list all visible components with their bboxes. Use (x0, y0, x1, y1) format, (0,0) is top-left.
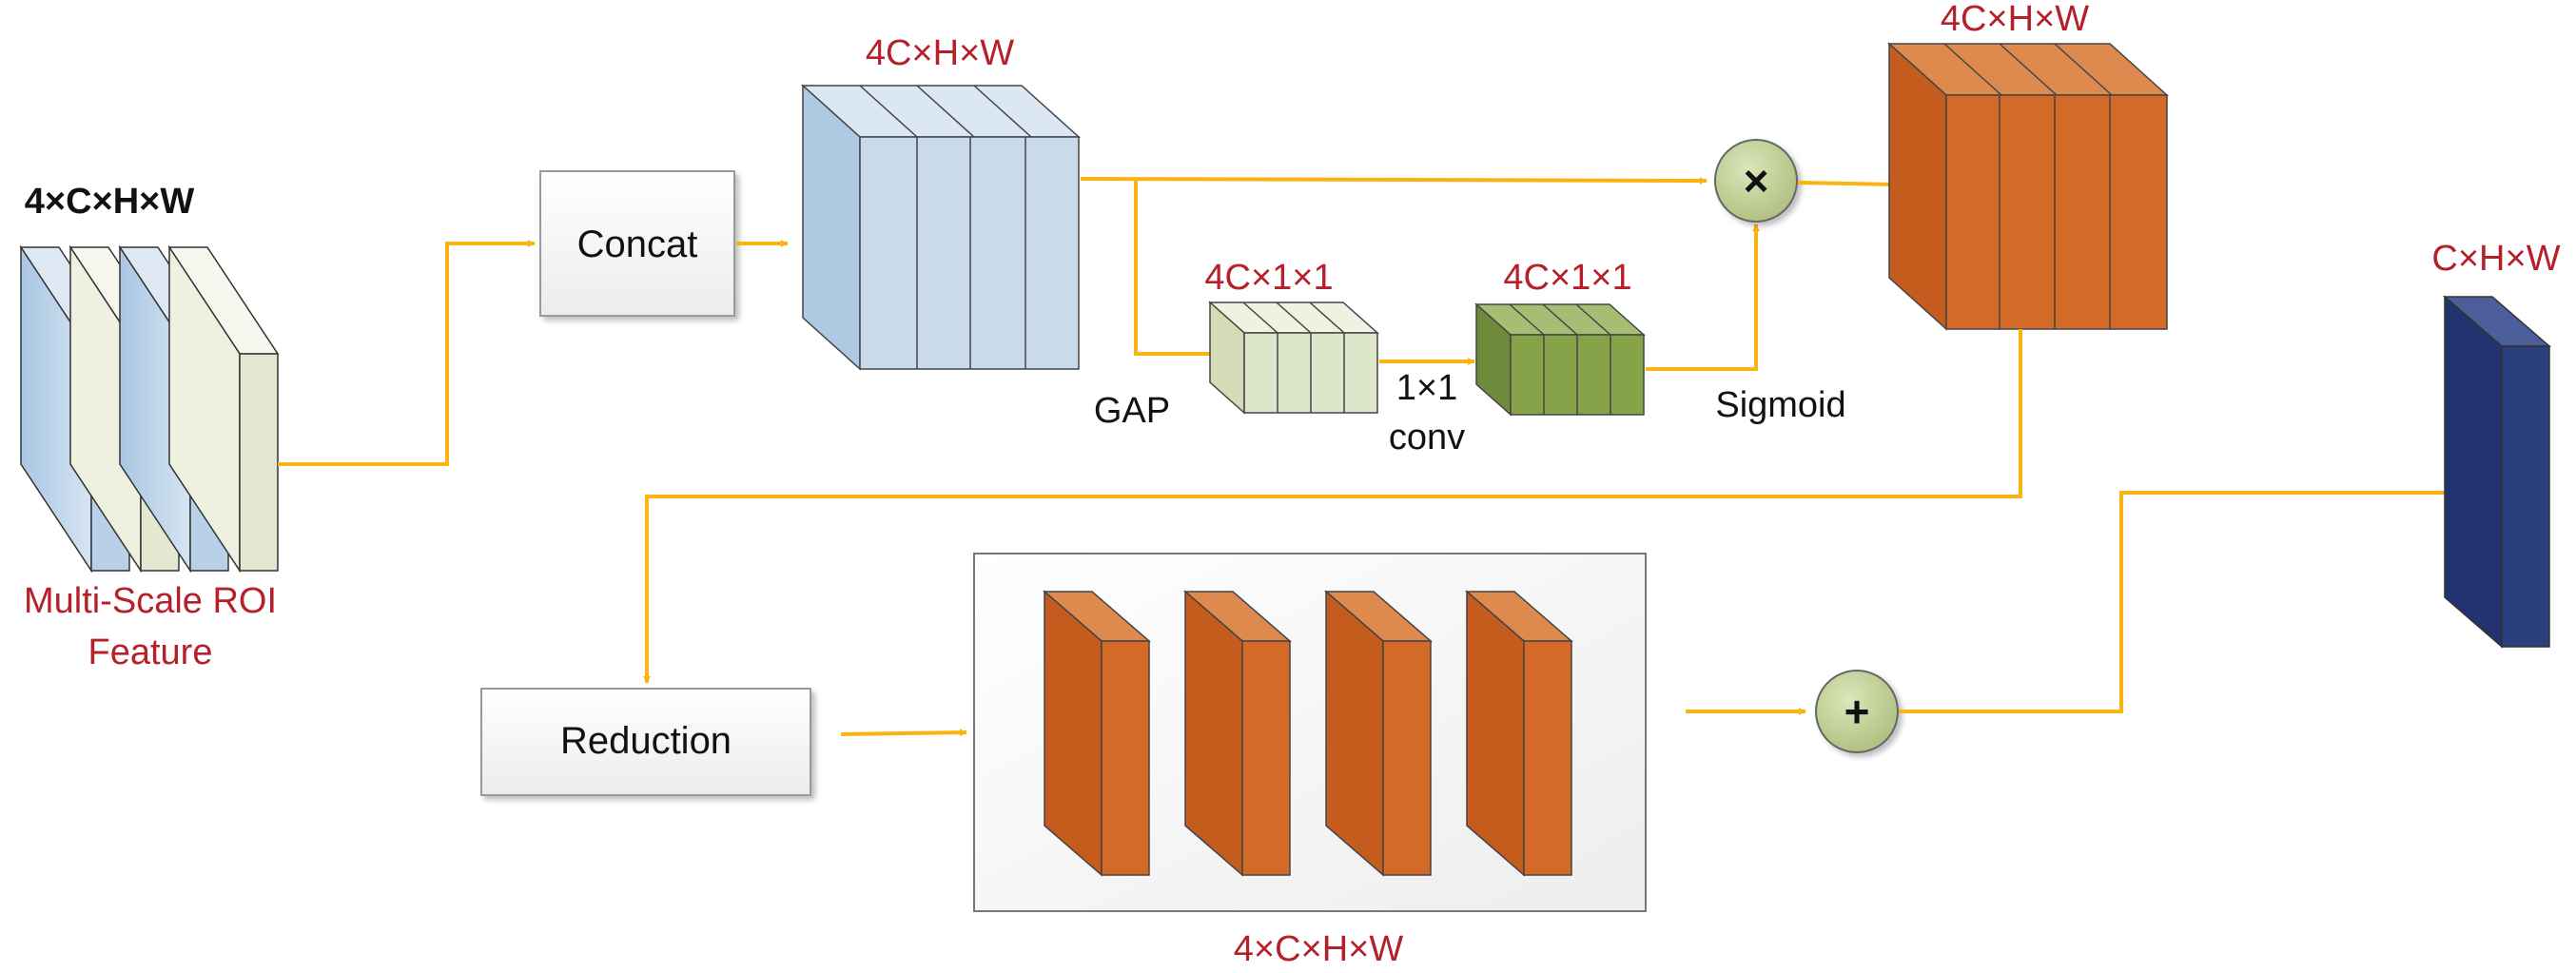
concat-label: Concat (577, 224, 698, 265)
gap-label: GAP (1094, 391, 1170, 431)
multiply-operator: × (1714, 139, 1798, 223)
concat-shape-label: 4C×H×W (866, 33, 1014, 73)
conv-label-line1: 1×1 (1396, 368, 1457, 408)
reduced-feature-panel (973, 553, 1647, 912)
reduced-slab-3 (1323, 590, 1434, 877)
add-operator: + (1815, 670, 1899, 753)
input-slab-4 (167, 244, 280, 574)
input-name-label-line1: Multi-Scale ROI (24, 581, 277, 621)
conv-feature-block (1474, 302, 1646, 417)
gap-feature-block (1208, 301, 1379, 415)
conv-shape-label: 4C×1×1 (1503, 258, 1631, 298)
arrow-reduction-to-panel (840, 729, 967, 737)
reduced-slab-2 (1182, 590, 1293, 877)
reduction-box: Reduction (480, 688, 811, 796)
sigmoid-label: Sigmoid (1715, 385, 1845, 425)
input-feature-stack (19, 244, 280, 574)
concat-box: Concat (539, 170, 735, 317)
input-shape-label: 4×C×H×W (25, 182, 195, 222)
weighted-feature-block (1887, 42, 2169, 331)
arrow-features-to-multiply (1080, 176, 1708, 185)
input-name-label-line2: Feature (88, 632, 213, 672)
reduced-slab-1 (1042, 590, 1152, 877)
conv-label-line2: conv (1389, 418, 1465, 457)
weighted-shape-label: 4C×H×W (1941, 0, 2089, 39)
arrow-conv-to-multiply (1646, 224, 1760, 371)
arrow-features-to-gap (1134, 181, 1228, 358)
arrow-weighted-to-reduction (643, 329, 2022, 684)
output-shape-label: C×H×W (2431, 239, 2560, 279)
arrow-add-to-output (1899, 489, 2493, 713)
add-symbol: + (1844, 687, 1870, 736)
concat-feature-block (801, 84, 1081, 371)
gap-shape-label: 4C×1×1 (1204, 258, 1333, 298)
multiply-symbol: × (1744, 156, 1769, 205)
reduced-slab-4 (1464, 590, 1574, 877)
reduction-label: Reduction (560, 720, 732, 762)
arrow-input-to-concat (278, 240, 536, 466)
arrow-multiply-to-weighted (1797, 180, 1898, 188)
output-feature-block (2442, 295, 2552, 649)
reduction-shape-label: 4×C×H×W (1234, 929, 1404, 968)
